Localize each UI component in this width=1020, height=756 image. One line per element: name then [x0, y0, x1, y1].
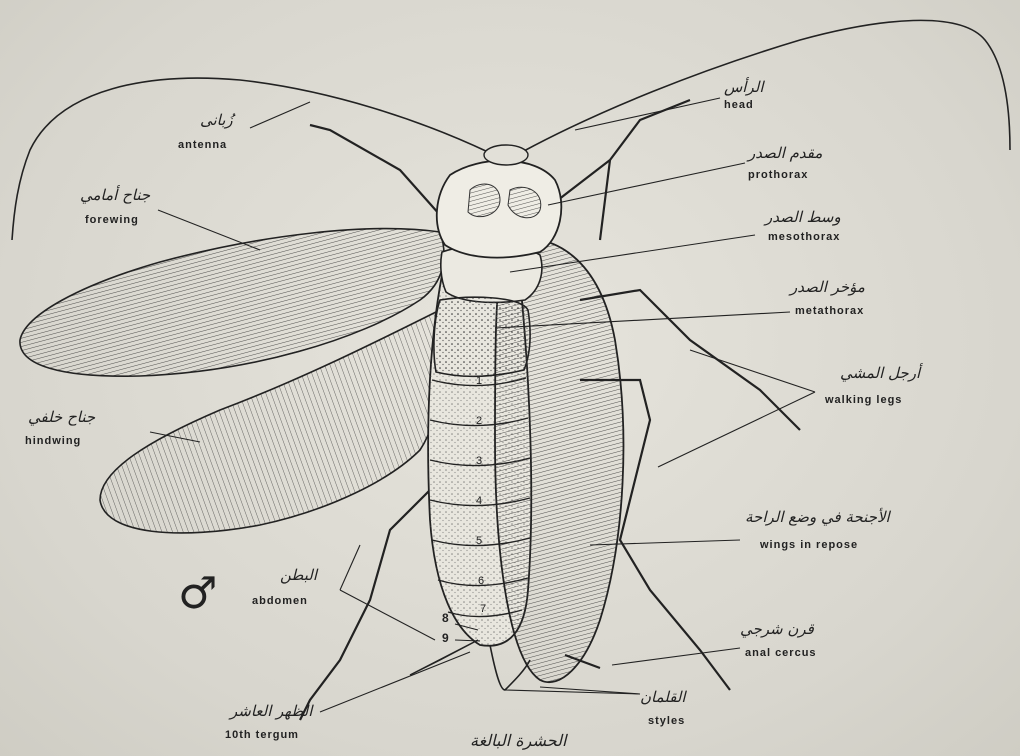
prothorax-shape: [437, 161, 562, 258]
segment-number-7: 7: [480, 603, 486, 615]
wings-repose-label-en: wings in repose: [760, 540, 858, 551]
abdomen-label-ar: البطن: [280, 568, 317, 583]
segment-number-8: 8: [442, 612, 449, 624]
forewing-label-en: forewing: [85, 215, 139, 226]
segment-number-9: 9: [442, 632, 449, 644]
segment-number-3: 3: [476, 455, 482, 467]
head-shape: [484, 145, 528, 165]
metathorax-label-ar: مؤخر الصدر: [790, 280, 865, 295]
mesothorax-label-en: mesothorax: [768, 232, 840, 243]
mesothorax-label-ar: وسط الصدر: [765, 210, 841, 225]
male-symbol: ♂: [178, 572, 217, 616]
styles-label-ar: القلمان: [640, 690, 686, 705]
right-antenna: [522, 20, 1010, 152]
segment-number-2: 2: [476, 415, 482, 427]
hindwing-label-ar: جناح خلفي: [28, 410, 95, 425]
head-label-ar: الرأس: [724, 80, 764, 95]
antenna-label-en: antenna: [178, 140, 227, 151]
metathorax-label-en: metathorax: [795, 306, 864, 317]
left-antenna: [12, 78, 488, 240]
forewing-label-ar: جناح أمامي: [80, 188, 150, 203]
segment-number-4: 4: [476, 495, 482, 507]
segment-number-5: 5: [476, 535, 482, 547]
walking-legs-label-ar: أرجل المشي: [840, 366, 920, 381]
metathorax-shape: [434, 297, 530, 376]
prothorax-label-ar: مقدم الصدر: [748, 146, 822, 161]
antenna-label-ar: زُبانى: [200, 113, 233, 128]
styles-label-en: styles: [648, 716, 685, 727]
segment-number-6: 6: [478, 575, 484, 587]
abdomen-label-en: abdomen: [252, 596, 308, 607]
wings-repose-label-ar: الأجنحة في وضع الراحة: [745, 510, 890, 525]
cercus-left: [410, 640, 478, 675]
prothorax-label-en: prothorax: [748, 170, 808, 181]
segment-number-1: 1: [476, 375, 482, 387]
anal-cercus-label-ar: قرن شرجي: [740, 622, 814, 637]
hindwing-label-en: hindwing: [25, 436, 81, 447]
tergum-label-en: 10th tergum: [225, 730, 299, 741]
head-label-en: head: [724, 100, 754, 111]
walking-legs-label-en: walking legs: [825, 395, 902, 406]
anal-cercus-label-en: anal cercus: [745, 648, 817, 659]
caption: الحشرة البالغة: [470, 733, 566, 749]
tergum-label-ar: الظهر العاشر: [230, 704, 312, 719]
